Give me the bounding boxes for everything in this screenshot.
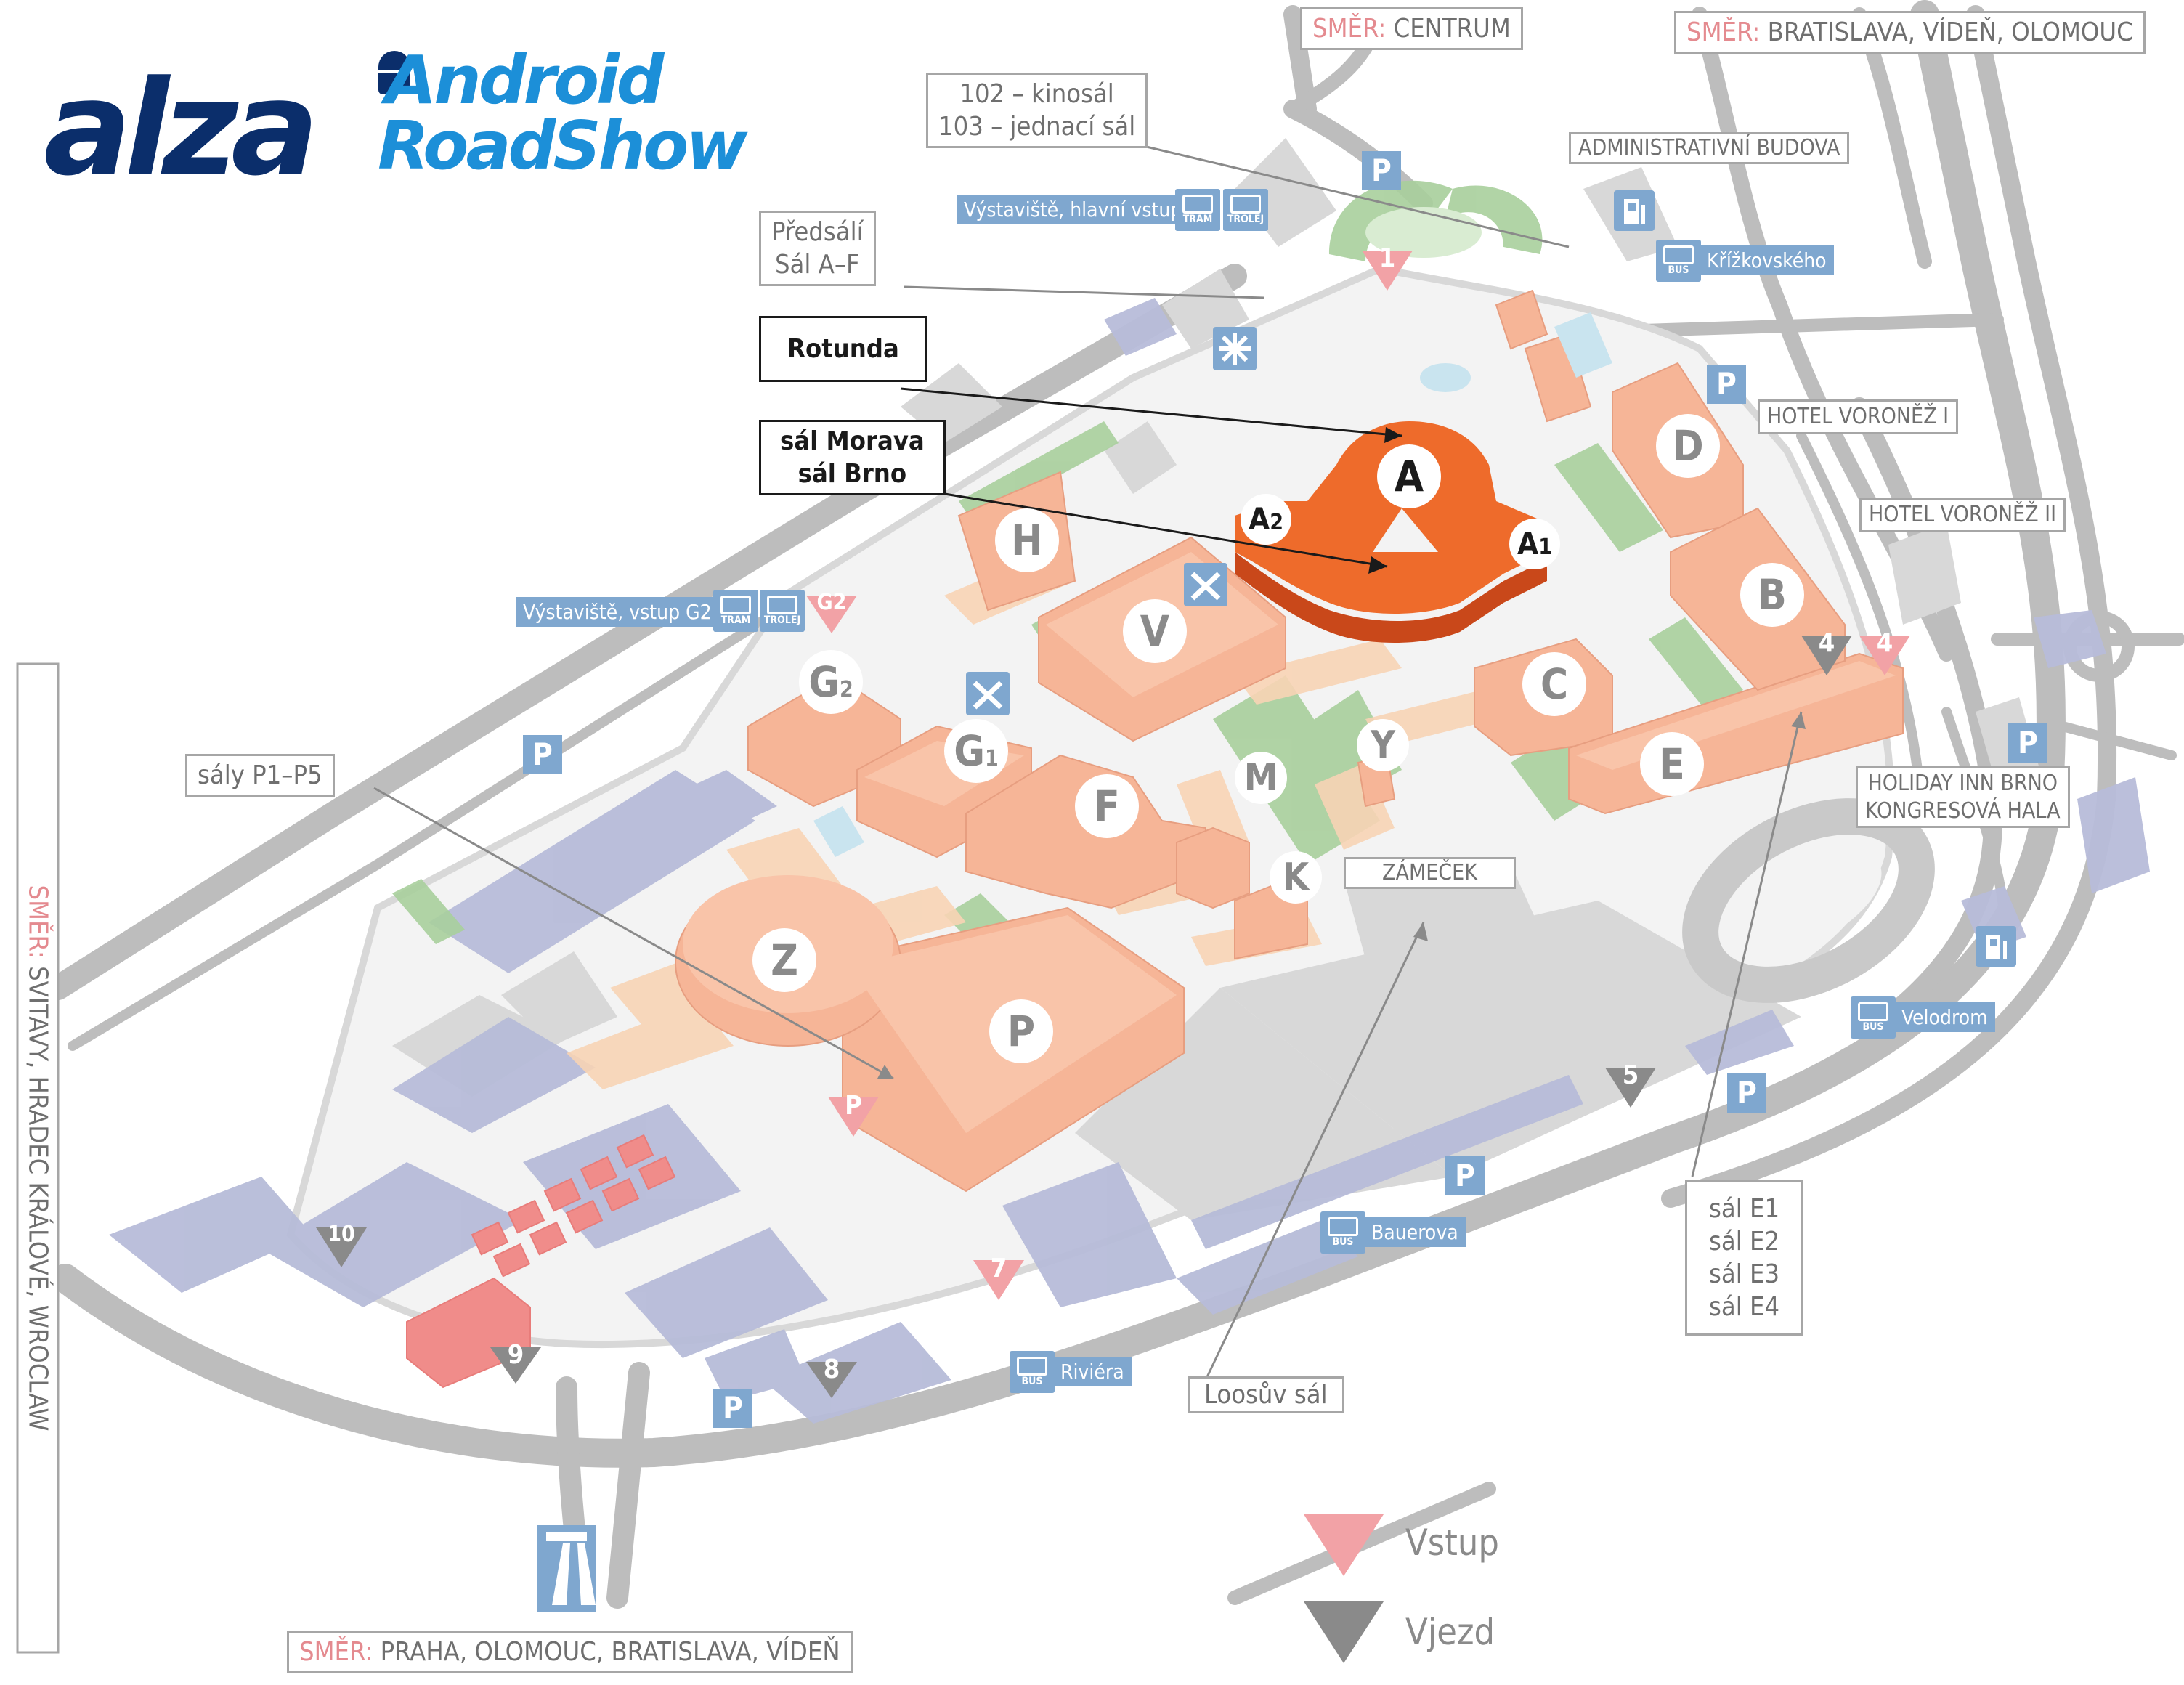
vehicle-gate-4-label: 4 [1818, 628, 1835, 658]
pavilion-a2-label: A2 [1241, 494, 1291, 545]
logo-brand: alza [44, 53, 319, 205]
fuel-station-icon-2 [1976, 926, 2016, 967]
vehicle-markers [316, 636, 1852, 1398]
leader-lines [373, 144, 1803, 1381]
parking-icon: P [1445, 1156, 1485, 1195]
parking-icon: P [1362, 151, 1401, 190]
label-zamecek: ZÁMEČEK [1344, 857, 1516, 889]
arrow-heads [877, 712, 1806, 1079]
pavilion-e-label: E [1640, 732, 1704, 796]
pavilion-p-label: P [989, 999, 1053, 1063]
fountain [1420, 363, 1471, 392]
trolleybus-icon: TROLEJ [1223, 189, 1268, 231]
pavilion-a-highlight [1235, 421, 1547, 643]
stop-riviera-label: Riviéra [1053, 1357, 1132, 1386]
direction-centrum: SMĚR: CENTRUM [1300, 7, 1523, 50]
pavilion-d-label: D [1656, 414, 1720, 478]
entrance-1-label: 1 [1379, 243, 1396, 273]
callout-morava-brno: sál Morava sál Brno [759, 420, 946, 495]
logo-android-icon [374, 44, 415, 94]
callout-saly-p: sály P1–P5 [185, 754, 335, 797]
restaurant-icon-2 [966, 672, 1010, 715]
logo-line2: RoadShow [378, 107, 747, 184]
pavilion-z-label: Z [752, 928, 816, 992]
label-hotel-voronez-2: HOTEL VORONĚŽ II [1859, 498, 2066, 532]
stop-krizkovskeho-label: Křížkovského [1700, 245, 1834, 275]
pond-2 [1554, 312, 1612, 378]
fuel-station-icon [1614, 190, 1655, 231]
entrance-g2-label: G2 [816, 590, 847, 615]
pavilion-b-label: B [1740, 563, 1804, 627]
parking-icon: P [523, 735, 562, 774]
pavilion-m-label: M [1235, 752, 1287, 804]
direction-bratislava: SMĚR: BRATISLAVA, VÍDEŇ, OLOMOUC [1674, 11, 2146, 54]
parking-icon: P [713, 1389, 752, 1428]
parking-icon: P [1707, 365, 1746, 404]
parking-icon: P [1727, 1073, 1766, 1113]
pavilion-c-label: C [1522, 652, 1586, 716]
callout-loosuv-sal: Loosův sál [1188, 1376, 1344, 1413]
callout-predsali: Předsálí Sál A–F [759, 211, 876, 286]
first-aid-icon [1213, 327, 1257, 370]
stop-bauerova-label: Bauerova [1364, 1217, 1466, 1247]
label-admin-building: ADMINISTRATIVNÍ BUDOVA [1569, 132, 1850, 164]
tram-icon: TRAM [1175, 189, 1220, 231]
label-hotel-voronez-1: HOTEL VORONĚŽ I [1758, 399, 1959, 434]
pavilion-y-label: Y [1357, 719, 1409, 771]
arrow-heads-dark [1368, 427, 1402, 574]
pavilion-g2-label: G2 [799, 650, 863, 714]
logo-line1: Android [385, 41, 665, 119]
velodrom-track [1682, 798, 1935, 1003]
legend-entrance-icon [1304, 1514, 1384, 1576]
legend-entrance-label: Vstup [1405, 1522, 1499, 1564]
tram-icon-g2: TRAM [713, 590, 758, 632]
pavilion-a1-label: A1 [1509, 519, 1560, 569]
bus-icon-bauerova: BUS [1320, 1211, 1365, 1254]
pavilion-h-label: H [995, 508, 1059, 572]
pavilion-f-label: F [1075, 774, 1139, 838]
parking-lots [109, 298, 2150, 1424]
vehicle-gate-10-label: 10 [328, 1222, 355, 1247]
logo: alza Android RoadShow [44, 41, 770, 195]
stop-velodrom-label: Velodrom [1894, 1002, 1995, 1032]
stop-hlavni-vstup-label: Výstaviště, hlavní vstup [957, 195, 1190, 224]
vehicle-gate-8-label: 8 [823, 1355, 840, 1384]
pavilion-v-label: V [1123, 599, 1187, 663]
pond [813, 806, 864, 857]
pavilion-g1-label: G1 [944, 719, 1008, 783]
stop-vstup-g2-label: Výstaviště, vstup G2 [516, 597, 719, 627]
direction-svitavy: SMĚR: SVITAVY, HRADEC KRÁLOVÉ, WROCLAW [16, 662, 60, 1654]
entrance-p-label: P [845, 1091, 862, 1121]
legend-vehicle-icon [1304, 1601, 1384, 1663]
callout-sal-e: sál E1 sál E2 sál E3 sál E4 [1685, 1180, 1804, 1336]
entrance-4-label: 4 [1876, 628, 1893, 658]
bus-icon-velodrom: BUS [1851, 996, 1896, 1039]
parking-icon: P [2008, 723, 2047, 763]
entrance-7-label: 7 [990, 1254, 1007, 1283]
leader-lines-highlight [900, 387, 1402, 568]
vehicle-gate-5-label: 5 [1622, 1060, 1639, 1090]
pavilion-k-label: K [1270, 851, 1322, 904]
highway-icon [537, 1525, 596, 1612]
vehicle-gate-9-label: 9 [507, 1340, 524, 1370]
pavilion-a-label: A [1377, 444, 1441, 508]
bus-icon-riviera: BUS [1010, 1351, 1055, 1393]
callout-kinosal: 102 – kinosál 103 – jednací sál [926, 73, 1148, 148]
direction-praha: SMĚR: PRAHA, OLOMOUC, BRATISLAVA, VÍDEŇ [287, 1631, 853, 1673]
callout-rotunda: Rotunda [759, 316, 927, 382]
trolleybus-icon-g2: TROLEJ [760, 590, 805, 632]
bus-icon-krizkovskeho: BUS [1656, 240, 1701, 282]
legend-vehicle-label: Vjezd [1405, 1611, 1495, 1653]
restaurant-icon [1184, 563, 1227, 606]
label-holiday-inn: HOLIDAY INN BRNO KONGRESOVÁ HALA [1856, 766, 2070, 828]
entrance-markers [806, 251, 1910, 1300]
